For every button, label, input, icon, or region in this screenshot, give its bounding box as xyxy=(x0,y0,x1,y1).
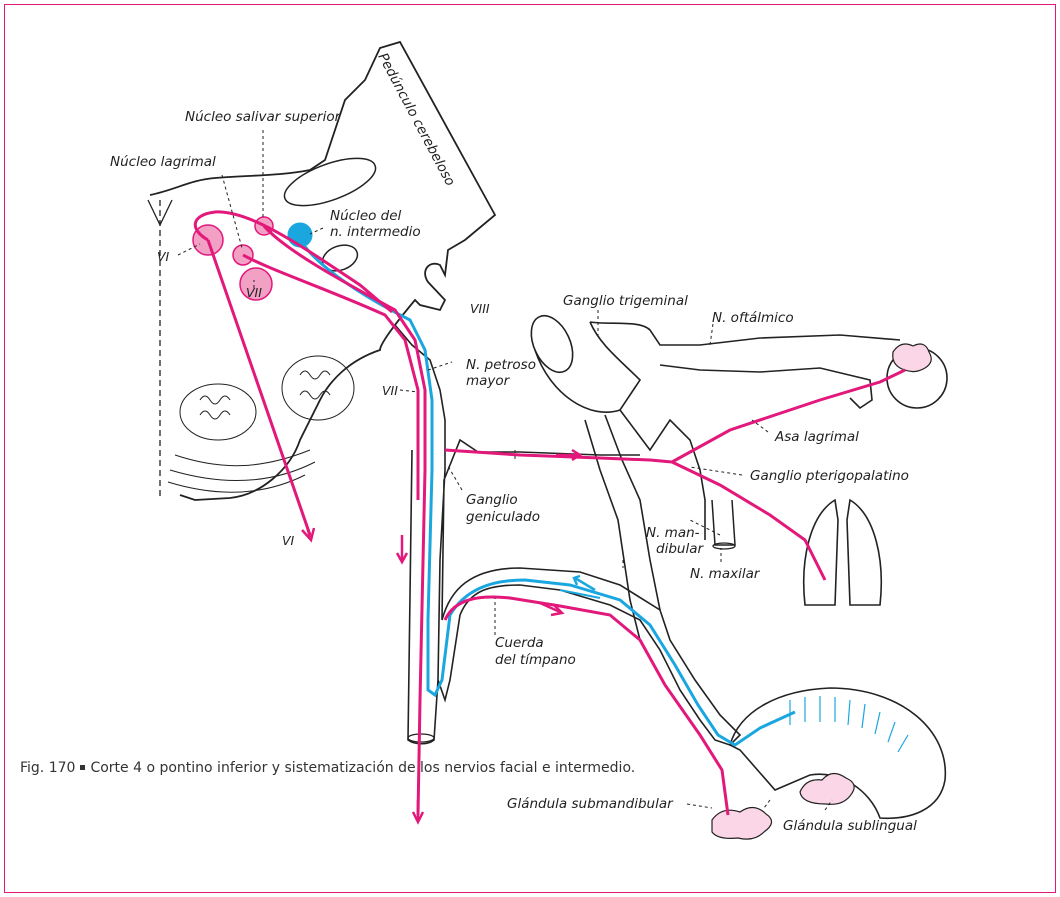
label-vi-top: VI xyxy=(157,249,170,264)
caption-bullet xyxy=(80,765,85,770)
label-mayor: mayor xyxy=(466,373,511,389)
label-del-timpano: del tímpano xyxy=(495,652,576,668)
lacrimal-nucleus xyxy=(233,245,253,265)
intermediate-nucleus xyxy=(288,223,312,247)
label-n-petroso: N. petroso xyxy=(466,357,536,373)
label-nucleo-salivar-superior: Núcleo salivar superior xyxy=(185,109,342,125)
caption-fig-number: Fig. 170 xyxy=(20,760,75,776)
figure-caption: Fig. 170 Corte 4 o pontino inferior y sis… xyxy=(20,760,635,776)
label-dibular: dibular xyxy=(656,541,704,557)
facial-nerve-cut-end xyxy=(408,734,434,742)
pons-oval-1 xyxy=(279,149,382,216)
maxillary-nerve-end xyxy=(713,543,735,549)
label-n-maxilar: N. maxilar xyxy=(690,566,761,582)
label-n-man: N. man- xyxy=(646,525,700,541)
label-geniculado: geniculado xyxy=(466,509,540,525)
sublingual-gland xyxy=(800,773,854,804)
label-nucleo-del: Núcleo del xyxy=(330,208,402,224)
label-asa-lagrimal: Asa lagrimal xyxy=(774,429,859,445)
label-n-oftalmico: N. oftálmico xyxy=(712,310,794,326)
label-glandula-submandibular: Glándula submandibular xyxy=(507,796,674,812)
label-nucleo-lagrimal: Núcleo lagrimal xyxy=(110,154,216,170)
maxillary-nerve xyxy=(712,500,735,545)
label-vi-bottom: VI xyxy=(282,533,295,548)
label-n-intermedio: n. intermedio xyxy=(330,224,421,240)
lacrimal-gland xyxy=(893,344,932,372)
tongue-papillae xyxy=(790,696,908,752)
label-viii: VIII xyxy=(470,301,490,316)
label-vii-top: VII xyxy=(246,285,262,300)
label-ganglio-trigeminal: Ganglio trigeminal xyxy=(563,293,688,309)
label-ganglio-pterigopalatino: Ganglio pterigopalatino xyxy=(750,468,909,484)
label-glandula-sublingual: Glándula sublingual xyxy=(783,818,917,834)
submandibular-gland xyxy=(712,807,772,839)
label-cuerda: Cuerda xyxy=(495,635,544,651)
pontine-nuclei-texture xyxy=(168,356,354,492)
label-ganglio: Ganglio xyxy=(466,492,518,508)
label-vii-mid: VII xyxy=(382,383,398,398)
caption-text: Corte 4 o pontino inferior y sistematiza… xyxy=(90,760,635,776)
parasympathetic-fibers xyxy=(195,212,905,815)
nasal-cavity xyxy=(804,500,882,605)
